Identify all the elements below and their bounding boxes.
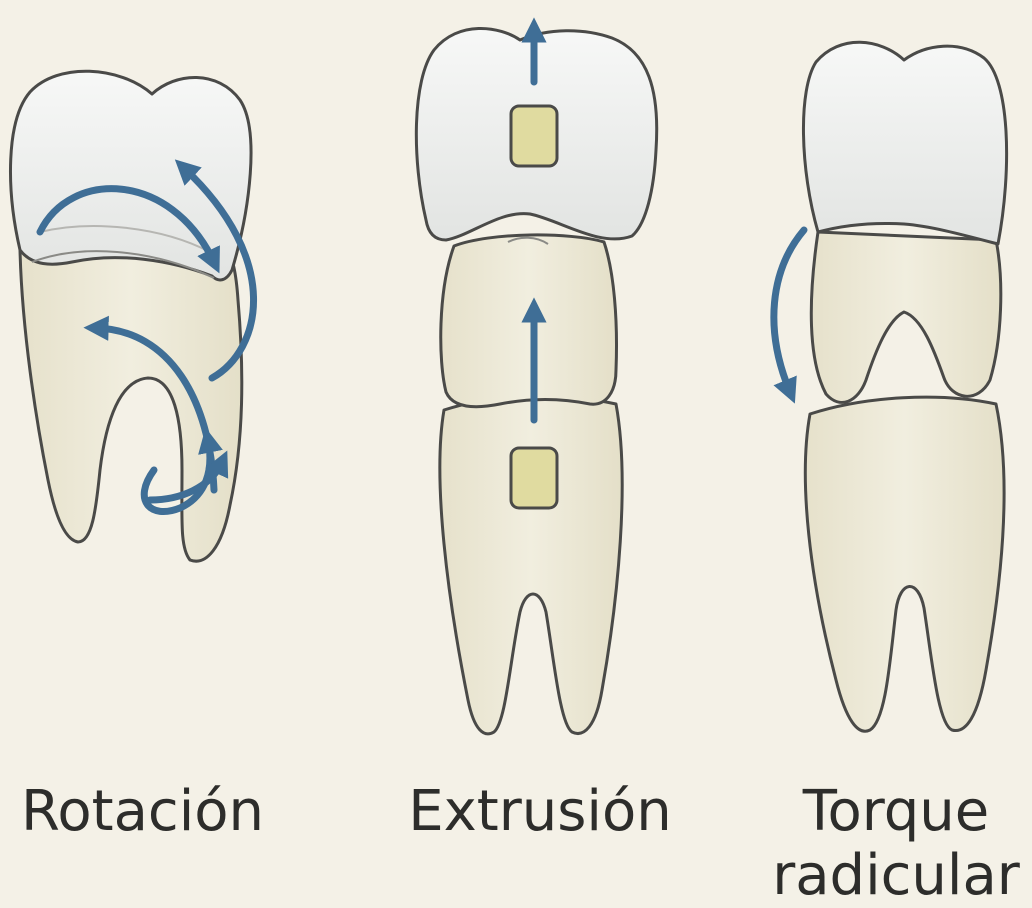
label-rotation: Rotación (0, 780, 285, 844)
extrusion-tooth-middle (441, 235, 617, 407)
torque-tooth-lower (805, 397, 1004, 731)
extrusion-tooth-lower (440, 396, 622, 734)
label-torque-radicular: Torque radicular (760, 780, 1032, 908)
torque-lower-tooth (805, 397, 1004, 731)
label-torque-line1: Torque (760, 780, 1032, 844)
torque-arrow-icon (774, 230, 804, 392)
extrusion-lower-root (440, 396, 622, 734)
rotation-tooth-root (20, 250, 242, 561)
bracket-upper (511, 106, 557, 166)
extrusion-middle-body (441, 235, 617, 407)
torque-tooth-upper (803, 42, 1006, 402)
torque-upper-roots (811, 232, 1001, 402)
label-torque-line2: radicular (760, 844, 1032, 908)
rotation-tooth-crown (11, 71, 252, 280)
bracket-lower (511, 448, 557, 508)
torque-upper-crown (803, 42, 1006, 244)
label-extrusion: Extrusión (390, 780, 690, 844)
